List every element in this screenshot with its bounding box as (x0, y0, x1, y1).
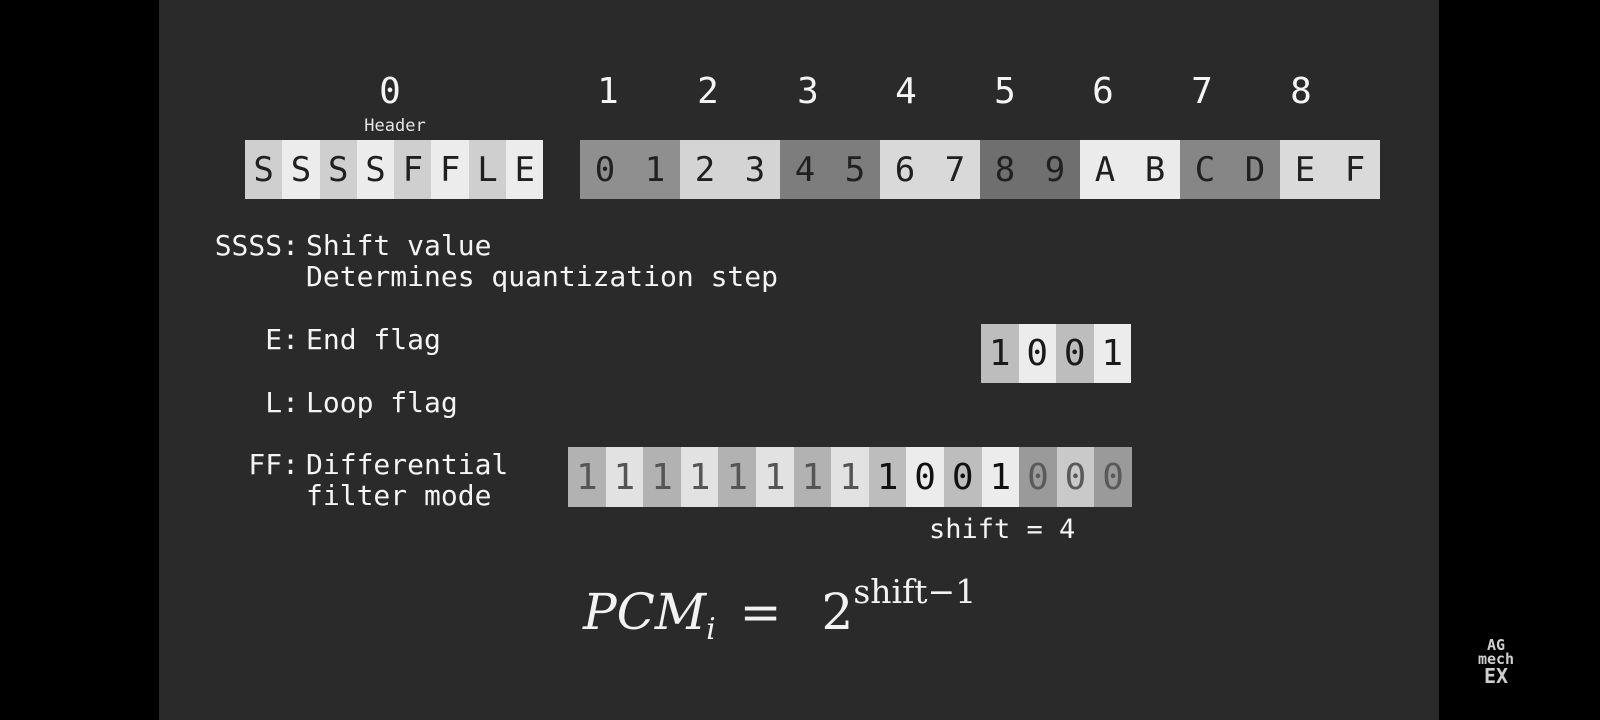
data-nibble-cell: A (1080, 140, 1130, 199)
byte-index-8: 8 (1290, 71, 1312, 112)
shifted-bit-cell: 1 (568, 447, 606, 507)
data-nibble-cell: 1 (630, 140, 680, 199)
formula-subscript: i (706, 612, 716, 647)
shift-bit-cell: 1 (981, 324, 1019, 383)
byte-index-7: 7 (1191, 71, 1213, 112)
legend-key-filter: FF: (248, 448, 299, 481)
byte-index-1: 1 (597, 71, 619, 112)
header-bit-cell: S (356, 140, 395, 199)
header-bit-cell: S (319, 140, 357, 199)
header-bit-cell: F (431, 140, 469, 199)
data-nibble-cell: 2 (680, 140, 730, 199)
shift-bit-cell: 1 (1093, 324, 1131, 383)
byte-index-5: 5 (994, 71, 1016, 112)
data-nibble-cell: E (1280, 140, 1330, 199)
shifted-bit-cell: 1 (643, 447, 681, 507)
shift-note: shift = 4 (929, 514, 1076, 545)
header-bit-cell: E (506, 140, 544, 199)
legend-text-filter: Differential filter mode (306, 448, 509, 512)
formula-equals: = (739, 583, 782, 641)
channel-logo: AG mech EX (1466, 636, 1526, 688)
data-nibble-cell: 7 (930, 140, 980, 199)
byte-index-6: 6 (1092, 71, 1114, 112)
formula-exponent: shift−1 (853, 572, 977, 611)
shifted-bit-cell: 0 (1094, 447, 1132, 507)
shifted-bit-cell: 1 (755, 447, 794, 507)
header-label: Header (364, 116, 426, 136)
logo-line-3: EX (1483, 664, 1509, 688)
formula-base: 2 (821, 583, 854, 641)
header-bit-cell: S (282, 140, 320, 199)
shifted-bit-cell: 1 (605, 447, 644, 507)
legend-text-loop: Loop flag (306, 386, 458, 419)
formula-lhs: PCM (583, 583, 707, 641)
data-nibble-cell: C (1180, 140, 1230, 199)
data-nibble-cell: 0 (580, 140, 630, 199)
shifted-bit-cell: 1 (981, 447, 1020, 507)
byte-index-0: 0 (379, 71, 401, 112)
shift-bit-cell: 0 (1056, 324, 1094, 383)
data-nibble-cell: B (1130, 140, 1180, 199)
shifted-bit-cell: 0 (906, 447, 944, 507)
legend-text-end: End flag (306, 323, 441, 356)
logo-line-1: AG (1486, 636, 1506, 654)
shifted-bit-cell: 0 (943, 447, 982, 507)
byte-index-3: 3 (797, 71, 819, 112)
legend-key-shift: SSSS: (214, 229, 299, 262)
data-nibble-cell: 3 (730, 140, 780, 199)
shifted-bit-cell: 1 (831, 447, 869, 507)
shifted-bit-cell: 0 (1056, 447, 1095, 507)
shifted-bit-cell: 1 (718, 447, 756, 507)
shifted-bit-cell: 0 (1019, 447, 1057, 507)
byte-index-2: 2 (697, 71, 719, 112)
data-nibble-cell: 6 (880, 140, 930, 199)
byte-index-4: 4 (895, 71, 917, 112)
shifted-bit-cell: 1 (868, 447, 907, 507)
data-nibble-cell: 5 (830, 140, 880, 199)
logo-line-2: mech (1477, 650, 1515, 668)
shifted-bit-cell: 1 (793, 447, 832, 507)
legend-key-loop: L: (265, 386, 299, 419)
legend-text-shift: Shift value Determines quantization step (306, 229, 779, 293)
header-bit-cell: S (245, 140, 283, 199)
data-nibble-cell: 9 (1030, 140, 1080, 199)
header-bit-cell: L (468, 140, 507, 199)
shift-bit-cell: 0 (1018, 324, 1056, 383)
legend-key-end: E: (265, 323, 299, 356)
header-bit-cell: F (394, 140, 432, 199)
shifted-bit-cell: 1 (680, 447, 719, 507)
data-nibble-cell: F (1330, 140, 1380, 199)
data-nibble-cell: 8 (980, 140, 1030, 199)
pcm-formula: PCMi = 2shift−1 (583, 572, 976, 647)
data-nibble-cell: 4 (780, 140, 830, 199)
data-nibble-cell: D (1230, 140, 1280, 199)
